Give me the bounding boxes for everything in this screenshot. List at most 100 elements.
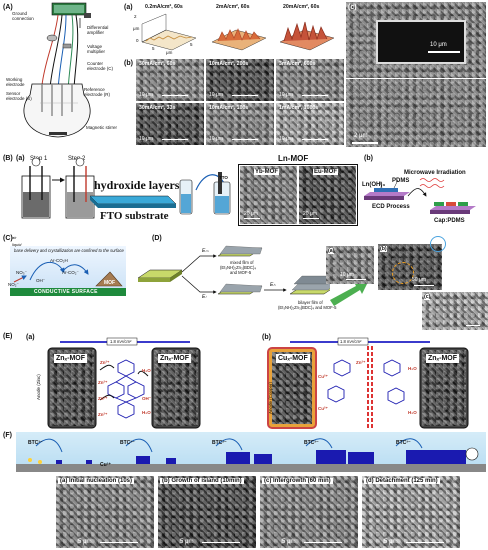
afm-axis-y: 5 [190, 42, 193, 47]
ln-mof-label: Ln-MOF [278, 154, 309, 163]
no2-label: NO₂⁻ [8, 282, 19, 287]
afm-axis-unit-2: μm [166, 50, 173, 55]
cu-mof-label: Cuₓ-MOF [276, 354, 310, 363]
growth-schematic [16, 438, 486, 472]
panel-D-letter: (D) [152, 235, 162, 242]
mixed-film-label-3: and MOF-5 [230, 270, 252, 275]
sem-stage-b: (b) Growth of island (10min) 5 μm [158, 476, 256, 548]
btc-label-5: BTC³⁻ [396, 440, 411, 446]
zn-mof-right-label: Znₓ-MOF [158, 354, 191, 363]
afm-topography-3 [279, 21, 335, 51]
sem-d-b: (b) 50 μm [378, 244, 442, 290]
panel-F-letter: (F) [3, 432, 12, 439]
e-h-label: Eₕ [270, 282, 276, 288]
microwave-label: Microwave Irradiation [404, 170, 466, 176]
sem-image-3: 3mA/cm², 600s 10 μm [276, 59, 344, 101]
btc-label-1: BTC³⁻ [28, 440, 43, 446]
zn-mof-b-label: Znₓ-MOF [426, 354, 459, 363]
panel-B-sub-b: (b) [364, 155, 373, 162]
afm-title-3: 20mA/cm², 60s [283, 4, 320, 10]
btc-label-3: BTC³⁻ [212, 440, 227, 446]
cu-anode-image [272, 352, 312, 424]
afm-title-2: 2mA/cm², 60s [216, 4, 250, 10]
sensor-electrode-label: Sensor electrode (S) [6, 91, 32, 101]
film-growth-diagram [137, 245, 330, 295]
afm-topography-2 [211, 28, 267, 51]
afm-axis-x: 5 [152, 46, 155, 51]
ion-h2o-2: H₂O [142, 410, 151, 415]
afm-topography-1 [141, 13, 197, 51]
working-electrode-label: Working electrode [6, 77, 25, 87]
cap-pdms-label: Cap:PDMS [434, 218, 465, 224]
panel-E-sub-b: (b) [262, 334, 271, 341]
ion-oh: OH⁻ [142, 396, 152, 401]
mof-label: MOF [104, 280, 116, 286]
step-diagram [21, 157, 231, 219]
current-density-b: 1.8 mA/cm² [340, 339, 362, 344]
panel-E-letter: (E) [3, 333, 13, 340]
pdms-label: PDMS [392, 178, 410, 184]
ion-cu-2: Cu²⁺ [318, 406, 328, 411]
ion-h2o-1: H₂O [142, 368, 151, 373]
afm-axis-zero: 0 [136, 38, 139, 43]
zoom-circle [430, 236, 446, 252]
ion-zn-3: Zn²⁺ [98, 396, 108, 401]
sem-stage-a: (a) Initial nucleation (10s) 5 μm [56, 476, 154, 548]
bilayer-label-1: bilayer film of [298, 300, 323, 305]
no3-label: NO₃⁻ [16, 270, 27, 275]
sem-image-2: 10mA/cm², 200s 10 μm [206, 59, 274, 101]
anode-zinc-label: Anode (Zinc) [36, 374, 41, 400]
sem-image-4: 30mA/cm², 33s 10 μm [136, 103, 204, 145]
panel-A-letter: (A) [3, 4, 13, 11]
sem-image-1: 30mA/cm², 60s 10 μm [136, 59, 204, 101]
panel-A-sub-c: (c) [348, 4, 357, 11]
ion-cu-1: Cu²⁺ [318, 374, 328, 379]
ion-h2o-b2: H₂O [408, 410, 417, 415]
ln-oh-label: Ln(OH)₃ [362, 182, 386, 188]
panel-A-sub-b: (b) [124, 60, 133, 67]
green-arrow [330, 282, 368, 306]
ground-connection-label: Ground connection [12, 11, 34, 21]
electrochemical-setup-diagram [23, 2, 91, 138]
current-density-a: 1.8 mA/cm² [110, 339, 132, 344]
ion-zn-1: Zn²⁺ [100, 360, 110, 365]
panel-E-sub-a: (a) [26, 334, 35, 341]
air-label: air [12, 235, 17, 240]
liquid-label: liquid [12, 242, 22, 247]
panel-A-sub-a: (a) [124, 4, 133, 11]
sem-image-large: 10 μm 2 μm [346, 2, 486, 147]
btc-label-4: BTC³⁻ [304, 440, 319, 446]
e-l-label: Eₗ [202, 294, 207, 300]
ar-co2-label: Ar-CO₂⁻ [62, 270, 79, 275]
sem-d-c: (c) [422, 292, 488, 330]
ion-zn-2: Zn²⁺ [98, 380, 108, 385]
bilayer-label-2: (Et₃NH)₂Zn₃(BDC)₄ and MOF-5 [278, 305, 337, 310]
tto-label: TTO [219, 175, 228, 180]
confinement-note: base delivery and crystallization are co… [14, 248, 124, 253]
panel-F: (F) BTC³⁻ Cu²⁺ BTC³⁻ BTC³⁻ BTC³⁻ BTC³⁻ (… [0, 430, 488, 550]
sem-d-a: (a) 10 μm [326, 246, 374, 284]
ecd-process-label: ECD Process [372, 204, 410, 210]
btc-label-2: BTC³⁻ [120, 440, 135, 446]
reference-electrode-label: Reference electrode (R) [84, 87, 111, 97]
oh-label: OH⁻ [36, 278, 46, 283]
panel-E: (E) (a) (b) 1.8 mA/cm² Znₓ-MOF Znₓ-MOF A… [0, 330, 488, 430]
sem-stage-d: (d) Detachment (125 min) 5 μm [362, 476, 460, 548]
mixed-film-label-1: mixed film of [230, 260, 254, 265]
etched-window [376, 20, 466, 64]
cu-label-1: Cu²⁺ [100, 462, 111, 468]
microwave-diagram [364, 178, 476, 214]
sem-image-5: 10mA/cm², 100s 10 μm [206, 103, 274, 145]
afm-title-1: 0.2mA/cm², 60s [145, 4, 183, 10]
afm-axis-z: 2 [134, 14, 137, 19]
fto-substrate-label: FTO substrate [100, 210, 169, 222]
panel-A: (A) Ground connection Differential ampli… [0, 0, 488, 150]
panel-B-letter: (B) [3, 155, 13, 162]
panel-B-sub-a: (a) [16, 155, 25, 162]
panel-C: (C) air liquid base delivery and crystal… [0, 232, 130, 302]
hydroxide-layers-label: hydroxide layers [94, 178, 180, 192]
differential-amplifier-label: Differential amplifier [87, 25, 109, 35]
mixed-film-label-2: (Et₃NH)₂Zn₃(BDC)₄ [220, 265, 257, 270]
zn-mof-left-label: Znₓ-MOF [54, 354, 87, 363]
counter-electrode-label: Counter electrode (C) [87, 61, 114, 71]
